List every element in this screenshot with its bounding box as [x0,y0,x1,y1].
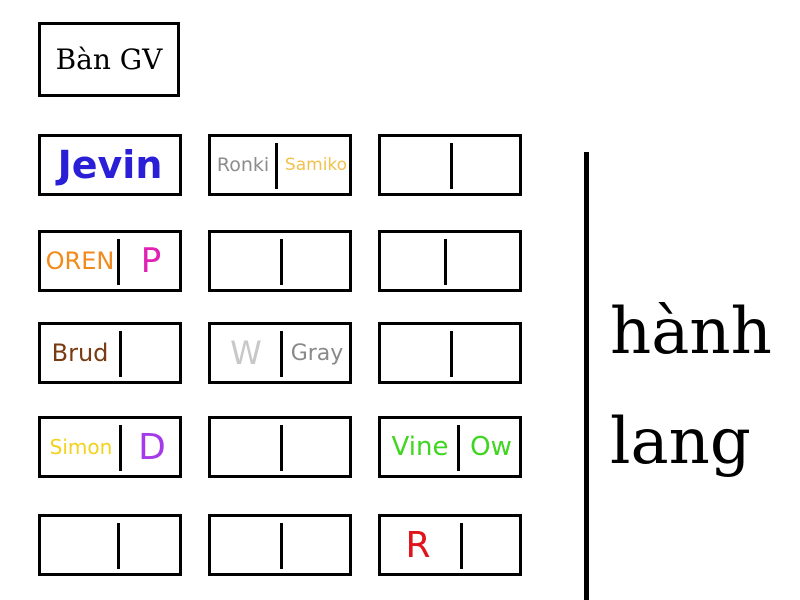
seat-left-label: Simon [49,435,113,459]
seat-right-label [455,137,519,193]
desk-divider [450,331,453,377]
desk-divider [119,331,122,377]
seat-left-label: Vine [391,432,449,462]
desk-r3-c1[interactable]: Brud [38,322,182,384]
seat-left-label [213,517,279,573]
desk-divider [117,239,120,285]
seat-right-label [115,517,179,573]
seat-right-label: Ow [470,432,512,462]
desk-divider [280,239,283,285]
seat-left-label: R [405,524,431,566]
seat-left-label [213,233,279,289]
desk-divider [275,143,278,189]
seat-right-label: P [140,241,162,281]
seat-right-label: Samiko [284,155,348,175]
desk-divider [450,143,453,189]
seat-left-label [213,419,279,475]
seat-left-label [43,517,109,573]
seat-right-label [455,325,519,381]
seat-right-label [455,233,519,289]
desk-divider [460,523,463,569]
desk-r5-c2[interactable] [208,514,352,576]
desk-divider [444,239,447,285]
desk-divider [119,425,122,471]
seat-left-label: W [230,334,262,372]
seat-left-label [383,325,449,381]
desk-divider [117,523,120,569]
desk-r4-c3[interactable]: Vine Ow [378,416,522,478]
hallway-wall [584,152,589,600]
desk-r4-c1[interactable]: Simon D [38,416,182,478]
seat-left-label: Ronki [216,154,270,176]
seat-left-label: OREN [45,247,115,275]
teacher-desk: Bàn GV [38,22,180,97]
desk-r3-c2[interactable]: W Gray [208,322,352,384]
seat-right-label [285,233,349,289]
desk-r2-c3[interactable] [378,230,522,292]
desk-r4-c2[interactable] [208,416,352,478]
teacher-desk-label: Bàn GV [55,43,163,76]
desk-divider [457,425,460,471]
desk-r1-c2[interactable]: Ronki Samiko [208,134,352,196]
desk-divider [280,425,283,471]
desk-r2-c1[interactable]: OREN P [38,230,182,292]
seat-right-label: D [138,426,166,468]
seat-right-label [285,517,349,573]
desk-r1-c1[interactable]: Jevin [38,134,182,196]
desk-divider [280,331,283,377]
hallway-label-line2: lang [610,405,751,479]
desk-r1-c3[interactable] [378,134,522,196]
desk-r5-c3[interactable]: R [378,514,522,576]
seat-right-label [285,419,349,475]
seat-left-label: Brud [51,339,109,367]
desk-divider [280,523,283,569]
desk-r5-c1[interactable] [38,514,182,576]
desk-r2-c2[interactable] [208,230,352,292]
seat-left-label [383,137,449,193]
seat-label: Jevin [57,143,163,187]
desk-r3-c3[interactable] [378,322,522,384]
seat-right-label [467,517,519,573]
seat-left-label [383,233,449,289]
seat-right-label [125,325,179,381]
seat-right-label: Gray [290,340,344,366]
hallway-label-line1: hành [610,295,772,369]
